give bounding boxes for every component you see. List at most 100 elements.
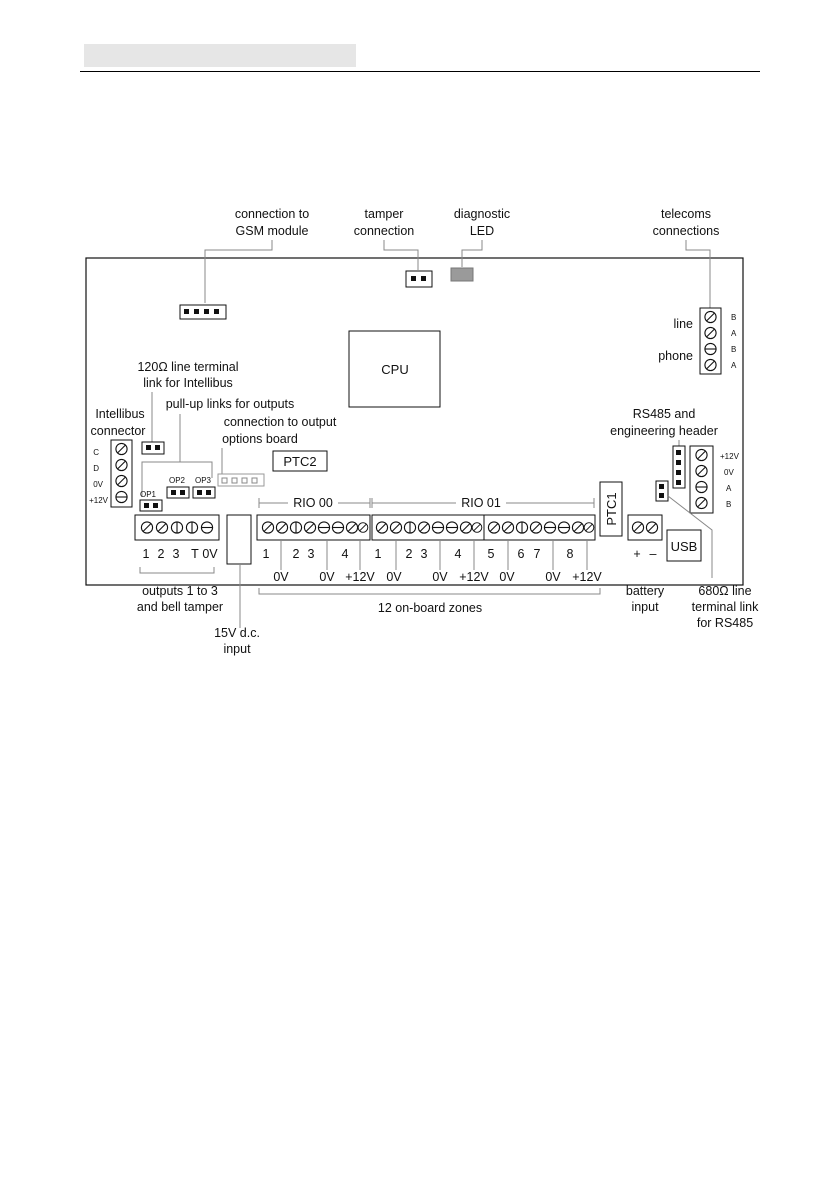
callout-rs485-term-line3: for RS485 [697, 616, 753, 630]
usb-label: USB [671, 539, 698, 554]
callout-rs485-term-line1: 680Ω line [698, 584, 751, 598]
callout-outputs-line1: outputs 1 to 3 [142, 584, 218, 598]
intellibus-terminal-block: C D 0V +12V [89, 439, 133, 508]
callout-intellibus: Intellibus connector [91, 407, 146, 438]
zone-rail-1: 0V [273, 570, 289, 584]
telecom-pin-2: A [731, 329, 737, 338]
callout-outputs-line2: and bell tamper [137, 600, 223, 614]
output-term-2: 2 [158, 547, 165, 561]
cpu-chip: CPU [348, 330, 441, 408]
callout-intellibus-line2: connector [91, 424, 146, 438]
callout-pullup: pull-up links for outputs [141, 397, 295, 497]
battery-plus: + [633, 547, 640, 561]
op2-label: OP2 [169, 476, 186, 485]
zone-num-9: 5 [488, 547, 495, 561]
telecom-terminal-block: B A B A line phone [658, 307, 737, 375]
rs485-pin-a: A [726, 484, 732, 493]
callout-zones: 12 on-board zones [258, 588, 601, 615]
outputs-terminal-block: 1 2 3 T 0V [134, 514, 220, 561]
callout-rs485: RS485 and engineering header [610, 407, 718, 446]
intellibus-pin-d: D [93, 464, 99, 473]
zone-num-7: 3 [421, 547, 428, 561]
callout-outputs: outputs 1 to 3 and bell tamper [137, 567, 223, 614]
zone-rail-9: +12V [572, 570, 602, 584]
callout-telecoms: telecoms connections [653, 207, 720, 308]
callout-diag-line2: LED [470, 224, 494, 238]
op3-label: OP3 [195, 476, 212, 485]
gsm-connector [179, 304, 227, 320]
callout-diag: diagnostic LED [454, 207, 510, 267]
callout-gsm-line2: GSM module [236, 224, 309, 238]
diagnostic-led [450, 267, 474, 282]
callout-15v: 15V d.c. input [214, 564, 260, 656]
rs485-pin-0v: 0V [724, 468, 734, 477]
callout-pullup-line1: pull-up links for outputs [166, 397, 295, 411]
output-term-3: 3 [173, 547, 180, 561]
zone-num-1: 1 [263, 547, 270, 561]
header-bar [84, 44, 356, 67]
dc-input-socket [226, 514, 252, 565]
ptc2-fuse: PTC2 [272, 450, 328, 472]
zone-rail-leaders [280, 540, 588, 570]
zone-rail-5: 0V [432, 570, 448, 584]
zone-numbers: 1 2 3 4 1 2 3 4 5 6 7 8 [263, 547, 574, 561]
zone-terminal-block-3 [483, 514, 596, 541]
callout-rs485-line2: engineering header [610, 424, 718, 438]
zone-rail-4: 0V [386, 570, 402, 584]
op1-label: OP1 [140, 490, 157, 499]
intellibus-pin-0v: 0V [93, 480, 103, 489]
callout-intellibus-line1: Intellibus [95, 407, 144, 421]
telecom-phone-label: phone [658, 349, 693, 363]
op1-link: OP1 [139, 490, 163, 512]
telecom-pin-3: B [731, 345, 736, 354]
zone-rail-8: 0V [545, 570, 561, 584]
zone-num-11: 7 [534, 547, 541, 561]
rs485-pin-b: B [726, 500, 731, 509]
callout-gsm-line1: connection to [235, 207, 309, 221]
rs485-terminal-block: +12V 0V A B [689, 445, 740, 514]
callout-diag-line1: diagnostic [454, 207, 510, 221]
rio00-label: RIO 00 [293, 496, 333, 510]
rio01-label: RIO 01 [461, 496, 501, 510]
tamper-connector [405, 270, 433, 288]
op3-link: OP3 [192, 476, 216, 499]
callout-line-term: 120Ω line terminal link for Intellibus [137, 360, 239, 442]
callout-line-term-line2: link for Intellibus [143, 376, 233, 390]
rio-brackets: RIO 00 RIO 01 [258, 496, 595, 510]
zone-num-10: 6 [518, 547, 525, 561]
intellibus-pin-12v: +12V [89, 496, 109, 505]
zone-num-6: 2 [406, 547, 413, 561]
callout-battery-line1: battery [626, 584, 665, 598]
intellibus-pin-c: C [93, 448, 99, 457]
telecom-pin-1: B [731, 313, 736, 322]
ptc1-label: PTC1 [604, 492, 619, 525]
telecom-pin-4: A [731, 361, 737, 370]
zone-rails: 0V 0V +12V 0V 0V +12V 0V 0V +12V [273, 570, 602, 584]
header-rule [80, 71, 760, 72]
zone-rail-6: +12V [459, 570, 489, 584]
intellibus-term-link [141, 441, 165, 455]
callout-output-opts-line2: options board [222, 432, 298, 446]
callout-rs485-line1: RS485 and [633, 407, 696, 421]
callout-tamper-line1: tamper [365, 207, 404, 221]
engineering-header [672, 445, 686, 489]
callout-battery-line2: input [631, 600, 659, 614]
callout-rs485-term-line2: terminal link [692, 600, 759, 614]
callout-battery: battery input [626, 584, 665, 614]
callout-line-term-line1: 120Ω line terminal [137, 360, 238, 374]
callout-output-opts-line1: connection to output [224, 415, 337, 429]
callout-rs485-term: 680Ω line terminal link for RS485 [692, 584, 759, 630]
callout-telecoms-line2: connections [653, 224, 720, 238]
zone-num-3: 3 [308, 547, 315, 561]
callout-15v-line1: 15V d.c. [214, 626, 260, 640]
telecom-line-label: line [674, 317, 694, 331]
zone-rail-7: 0V [499, 570, 515, 584]
callout-15v-line2: input [223, 642, 251, 656]
zone-terminal-block-2 [371, 514, 485, 541]
cpu-label: CPU [381, 362, 408, 377]
zone-rail-3: +12V [345, 570, 375, 584]
battery-terminal-block: + – [627, 514, 663, 561]
rs485-term-link [655, 480, 713, 578]
op2-link: OP2 [166, 476, 190, 499]
